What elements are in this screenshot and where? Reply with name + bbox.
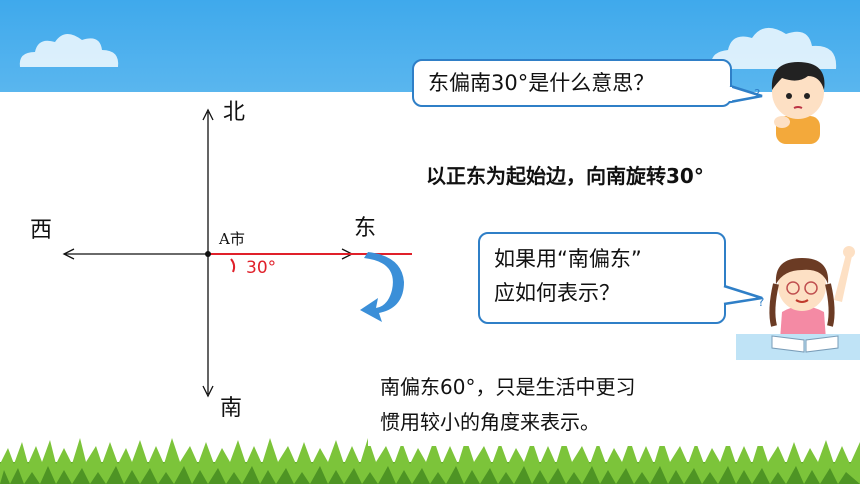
svg-text:?: ? xyxy=(758,295,764,309)
explanation-box: 南偏东60°，只是生活中更习 惯用较小的角度来表示。 xyxy=(368,364,772,446)
boy-thinking-illustration: ? xyxy=(754,62,825,144)
open-book-icon xyxy=(771,335,839,353)
north-label: 北 xyxy=(223,100,246,125)
cloud-right-decoration xyxy=(711,27,837,69)
angle-arc xyxy=(230,258,236,273)
girl-raising-hand-illustration: ? xyxy=(758,246,855,340)
girl-question-bubble: 如果用“南偏东” 应如何表示？ xyxy=(478,232,726,324)
answer-box: 以正东为起始边，向南旋转30° xyxy=(396,152,810,194)
svg-text:?: ? xyxy=(754,87,760,101)
west-arrowhead xyxy=(62,248,75,260)
rotate-arrow-icon xyxy=(360,252,404,322)
grass-decoration xyxy=(0,438,860,484)
question-bubble-tail xyxy=(728,84,763,104)
origin-point xyxy=(205,251,211,257)
south-label: 南 xyxy=(220,396,243,421)
east-label: 东 xyxy=(354,216,377,241)
girl-question-line2: 应如何表示？ xyxy=(494,281,620,305)
girl-question-line1: 如果用“南偏东” xyxy=(494,247,642,271)
explanation-line1: 南偏东60°，只是生活中更习 xyxy=(380,375,636,399)
question-text: 东偏南30°是什么意思？ xyxy=(428,71,655,95)
explanation-line2: 惯用较小的角度来表示。 xyxy=(380,410,600,434)
angle-label: 30° xyxy=(246,258,277,278)
city-label: A市 xyxy=(219,230,245,248)
south-arrowhead xyxy=(202,385,214,398)
west-label: 西 xyxy=(30,218,53,243)
north-arrowhead xyxy=(202,108,214,121)
question-bubble: 东偏南30°是什么意思？ xyxy=(412,59,732,107)
cloud-left-decoration xyxy=(19,33,119,67)
girl-bubble-tail xyxy=(722,284,763,306)
